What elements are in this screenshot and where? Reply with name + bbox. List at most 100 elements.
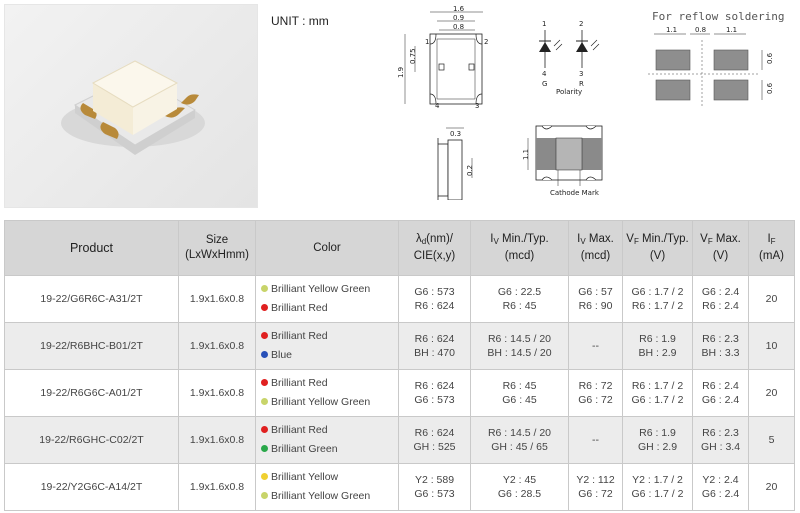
pad-num-3: 3 (475, 102, 479, 110)
diode-r-icon (576, 42, 588, 52)
table-row: 19-22/R6GHC-C02/2T 1.9x1.6x0.8 Brilliant… (4, 416, 795, 464)
cell-product: 19-22/R6BHC-B01/2T (4, 322, 179, 370)
header-vf-max: VF Max. (V) (692, 220, 749, 276)
dim-0-8: 0.8 (453, 23, 464, 31)
polarity-pin-1: 1 (542, 20, 546, 28)
color-dot-icon (261, 379, 268, 386)
table-header-row: Product Size (LxWxHmm) Color λd(nm)/ CIE… (4, 220, 795, 276)
pad-num-1: 1 (425, 38, 429, 46)
solder-pad (655, 79, 691, 101)
color-dot-icon (261, 332, 268, 339)
product-photo (4, 4, 258, 208)
polarity-letter-g: G (542, 80, 547, 88)
pad-num-4: 4 (435, 102, 440, 110)
dim-0-9: 0.9 (453, 14, 464, 22)
cell-size: 1.9x1.6x0.8 (178, 416, 256, 464)
reflow-dim-right-1: 0.6 (766, 52, 774, 64)
cell-if: 20 (748, 369, 795, 417)
reflow-dim-right-2: 0.6 (766, 82, 774, 94)
dim-0-2: 0.2 (466, 165, 474, 176)
cell-size: 1.9x1.6x0.8 (178, 322, 256, 370)
solder-pad (713, 79, 749, 101)
cell-color: Brilliant Yellow Brilliant Yellow Green (255, 463, 399, 511)
reflow-dim-1: 1.1 (666, 26, 677, 34)
bottom-view-drawing: 1.1 Cathode Mark (522, 125, 603, 197)
spec-table: Product Size (LxWxHmm) Color λd(nm)/ CIE… (4, 220, 795, 511)
cell-iv-max: -- (568, 322, 623, 370)
cell-color: Brilliant Red Brilliant Green (255, 416, 399, 464)
color-dot-icon (261, 473, 268, 480)
cell-iv-max: -- (568, 416, 623, 464)
cell-size: 1.9x1.6x0.8 (178, 369, 256, 417)
color-dot-icon (261, 398, 268, 405)
cell-product: 19-22/G6R6C-A31/2T (4, 275, 179, 323)
cell-color: Brilliant Red Brilliant Yellow Green (255, 369, 399, 417)
dim-1-6: 1.6 (453, 5, 465, 13)
dim-1-1: 1.1 (522, 149, 530, 160)
cell-if: 20 (748, 463, 795, 511)
cell-if: 10 (748, 322, 795, 370)
header-wavelength: λd(nm)/ CIE(x,y) (398, 220, 471, 276)
pad-num-2: 2 (484, 38, 488, 46)
cell-color: Brilliant Red Blue (255, 322, 399, 370)
solder-pad (713, 49, 749, 71)
cell-color: Brilliant Yellow Green Brilliant Red (255, 275, 399, 323)
header-product: Product (4, 220, 179, 276)
dim-0-3: 0.3 (450, 130, 461, 138)
cell-product: 19-22/R6G6C-A01/2T (4, 369, 179, 417)
color-dot-icon (261, 492, 268, 499)
cell-size: 1.9x1.6x0.8 (178, 463, 256, 511)
table-row: 19-22/R6BHC-B01/2T 1.9x1.6x0.8 Brilliant… (4, 322, 795, 370)
polarity-pin-3: 3 (579, 70, 583, 78)
table-row: 19-22/G6R6C-A31/2T 1.9x1.6x0.8 Brilliant… (4, 275, 795, 323)
color-dot-icon (261, 351, 268, 358)
cell-product: 19-22/R6GHC-C02/2T (4, 416, 179, 464)
header-color: Color (255, 220, 399, 276)
color-dot-icon (261, 304, 268, 311)
reflow-title: For reflow soldering (652, 10, 784, 23)
cell-size: 1.9x1.6x0.8 (178, 275, 256, 323)
color-dot-icon (261, 426, 268, 433)
dim-0-75: 0.75 (409, 48, 417, 64)
table-row: 19-22/R6G6C-A01/2T 1.9x1.6x0.8 Brilliant… (4, 369, 795, 417)
outline-drawing-top: 1.6 0.9 0.8 1.9 0.75 1 2 3 4 (397, 5, 488, 110)
header-if: IF (mA) (748, 220, 795, 276)
header-iv-max: IV Max. (mcd) (568, 220, 623, 276)
table-row: 19-22/Y2G6C-A14/2T 1.9x1.6x0.8 Brilliant… (4, 463, 795, 511)
led-package-image (61, 60, 205, 155)
cell-if: 5 (748, 416, 795, 464)
polarity-letter-r: R (579, 80, 584, 88)
header-vf-min-typ: VF Min./Typ. (V) (622, 220, 693, 276)
unit-label: UNIT : mm (271, 14, 329, 28)
solder-pad (655, 49, 691, 71)
polarity-diagram: 1 2 4 3 G R Polarity (539, 20, 600, 96)
diode-g-icon (539, 42, 551, 52)
polarity-label: Polarity (556, 88, 582, 96)
outline-drawing-side: 0.3 0.2 (437, 127, 474, 200)
header-iv-min-typ: IV Min./Typ. (mcd) (470, 220, 569, 276)
polarity-pin-2: 2 (579, 20, 583, 28)
